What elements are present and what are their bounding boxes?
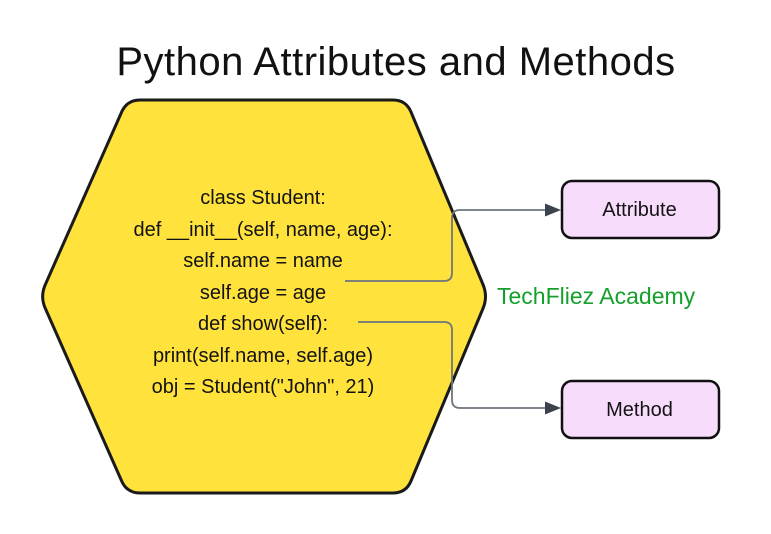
method-connector-line <box>358 321 546 409</box>
code-line-print: print(self.name, self.age) <box>152 344 374 367</box>
diagram-title: Python Attributes and Methods <box>116 40 676 84</box>
attribute-connector-line <box>345 209 546 282</box>
method-box <box>560 379 721 440</box>
attribute-arrowhead-icon <box>545 203 561 217</box>
method-box-label: Method <box>606 398 673 421</box>
code-block: class Student: def __init__(self, name, … <box>38 183 488 404</box>
code-line-def-show: def show(self): <box>197 313 329 335</box>
code-line-self-age: self.age = age <box>199 281 327 304</box>
hexagon-shape <box>41 98 487 495</box>
attribute-box-label: Attribute <box>602 198 677 221</box>
attribute-box <box>560 179 721 240</box>
watermark-text: TechFliez Academy <box>497 283 696 309</box>
code-line-class-student: class Student: <box>200 187 326 209</box>
method-arrowhead-icon <box>545 401 561 415</box>
code-line-init: def __init__(self, name, age): <box>133 218 393 241</box>
code-line-self-name: self.name = name <box>183 250 343 272</box>
code-line-obj: obj = Student("John", 21) <box>151 376 375 398</box>
